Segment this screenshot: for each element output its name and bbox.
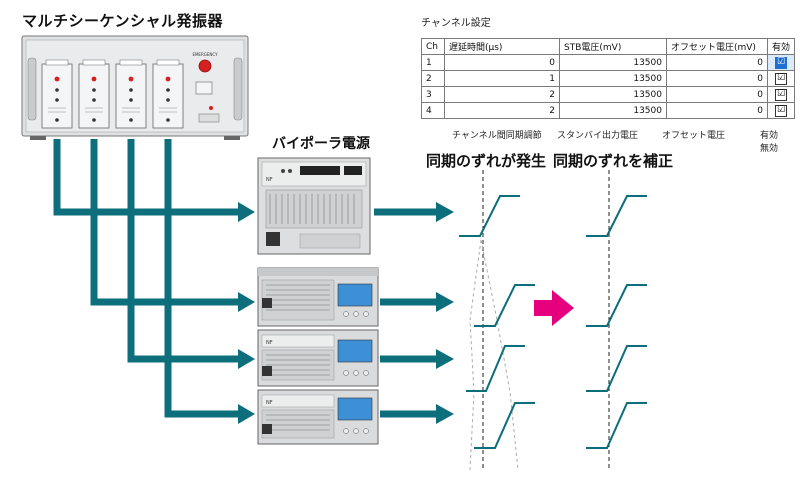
synced-wave-3 <box>586 345 647 392</box>
cell-delay[interactable]: 1 <box>444 70 560 87</box>
enabled-checkbox[interactable]: ☑ <box>775 104 787 117</box>
synced-waveforms <box>586 170 647 470</box>
bipolar-power-supply-2 <box>257 267 379 327</box>
bipolar-power-supply-main: NF <box>257 157 371 255</box>
ps4-screen <box>337 397 373 421</box>
line-ch4 <box>164 139 240 418</box>
main-power-switch <box>266 232 280 246</box>
oscillator-module-1 <box>41 59 73 129</box>
output-arrow-2 <box>380 292 454 312</box>
caption-offset: オフセット電圧 <box>662 131 726 141</box>
skew-guide-right <box>480 239 519 471</box>
oscillator-module-3 <box>115 59 147 129</box>
cell-enabled: ☑ <box>766 86 796 103</box>
enabled-checkbox[interactable]: ☑ <box>775 72 787 85</box>
brand-label-ps3: NF <box>266 340 273 346</box>
line-ch3 <box>127 139 240 363</box>
unsynced-wave-4 <box>474 402 535 449</box>
table-row: 3 2 13500 0 ☑ <box>421 86 796 103</box>
emergency-label: EMERGENCY <box>192 52 218 57</box>
enabled-checkbox[interactable]: ☑ <box>775 56 787 69</box>
arrowhead-in-4 <box>238 404 255 424</box>
cell-enabled: ☑ <box>766 54 796 71</box>
cell-delay[interactable]: 2 <box>444 86 560 103</box>
table-row: 1 0 13500 0 ☑ <box>421 54 796 71</box>
enabled-checkbox[interactable]: ☑ <box>775 88 787 101</box>
arrowhead-in-1 <box>238 202 255 222</box>
channel-settings-title: チャンネル設定 <box>421 18 491 29</box>
output-arrow-4 <box>380 404 454 424</box>
oscillator-module-4 <box>152 59 184 129</box>
cell-enabled: ☑ <box>766 70 796 87</box>
cell-stb[interactable]: 13500 <box>559 102 667 119</box>
header-offset: オフセット電圧(mV) <box>666 38 768 55</box>
unsynced-wave-2 <box>474 284 535 327</box>
synced-wave-4 <box>586 402 647 449</box>
line-ch2 <box>90 139 240 306</box>
brand-label-ps4: NF <box>266 400 273 406</box>
output-arrow-1 <box>374 202 454 222</box>
signal-lines <box>53 139 240 418</box>
right-handle <box>233 57 243 121</box>
power-switch <box>195 81 213 95</box>
input-arrowheads <box>238 202 255 424</box>
correction-arrow <box>534 290 574 326</box>
table-row: 4 2 13500 0 ☑ <box>421 102 796 119</box>
emergency-stop-button <box>198 59 212 73</box>
output-arrow-3 <box>380 349 454 369</box>
arrowhead-in-3 <box>238 349 255 369</box>
header-enabled: 有効 <box>766 38 796 55</box>
cell-stb[interactable]: 13500 <box>559 70 667 87</box>
ps2-screen <box>337 283 373 307</box>
channel-settings-table: Ch 遅延時間(μs) STB電圧(mV) オフセット電圧(mV) 有効 1 0… <box>421 38 796 119</box>
cell-ch: 4 <box>421 102 445 119</box>
unsynced-wave-1 <box>459 195 520 237</box>
cell-enabled: ☑ <box>766 102 796 119</box>
cell-stb[interactable]: 13500 <box>559 54 667 71</box>
header-delay: 遅延時間(μs) <box>444 38 560 55</box>
cell-offset[interactable]: 0 <box>666 86 768 103</box>
unsynced-label: 同期のずれが発生 <box>426 152 547 170</box>
table-row: 2 1 13500 0 ☑ <box>421 70 796 87</box>
cell-ch: 1 <box>421 54 445 71</box>
synced-wave-1 <box>586 195 647 237</box>
oscillator-module-2 <box>78 59 110 129</box>
cell-offset[interactable]: 0 <box>666 54 768 71</box>
cell-ch: 3 <box>421 86 445 103</box>
synced-label: 同期のずれを補正 <box>553 152 674 170</box>
cell-delay[interactable]: 2 <box>444 102 560 119</box>
multi-sequential-oscillator: EMERGENCY <box>21 35 249 140</box>
bipolar-power-supply-3: NF <box>257 329 379 387</box>
line-ch1 <box>53 139 240 216</box>
cell-offset[interactable]: 0 <box>666 102 768 119</box>
synced-wave-2 <box>586 284 647 327</box>
arrowhead-in-2 <box>238 292 255 312</box>
unsynced-wave-3 <box>466 345 525 392</box>
caption-enabled: 有効 <box>760 131 779 141</box>
caption-stb: スタンバイ出力電圧 <box>557 131 639 141</box>
power-supply-title: バイポーラ電源 <box>272 136 370 152</box>
bipolar-power-supply-4: NF <box>257 389 379 445</box>
output-arrows <box>374 202 454 424</box>
unsynced-waveforms <box>459 170 535 471</box>
header-stb: STB電圧(mV) <box>559 38 667 55</box>
caption-delay: チャンネル間同期調節 <box>452 131 542 141</box>
left-handle <box>27 57 37 121</box>
cell-ch: 2 <box>421 70 445 87</box>
cell-delay[interactable]: 0 <box>444 54 560 71</box>
cell-offset[interactable]: 0 <box>666 70 768 87</box>
skew-guide-left <box>469 239 482 471</box>
cell-stb[interactable]: 13500 <box>559 86 667 103</box>
table-header-row: Ch 遅延時間(μs) STB電圧(mV) オフセット電圧(mV) 有効 <box>421 38 796 55</box>
caption-disabled: 無効 <box>760 144 779 154</box>
header-ch: Ch <box>421 38 445 55</box>
oscillator-title: マルチシーケンシャル発振器 <box>22 12 224 30</box>
brand-label-main: NF <box>266 177 273 183</box>
ps3-screen <box>337 339 373 363</box>
